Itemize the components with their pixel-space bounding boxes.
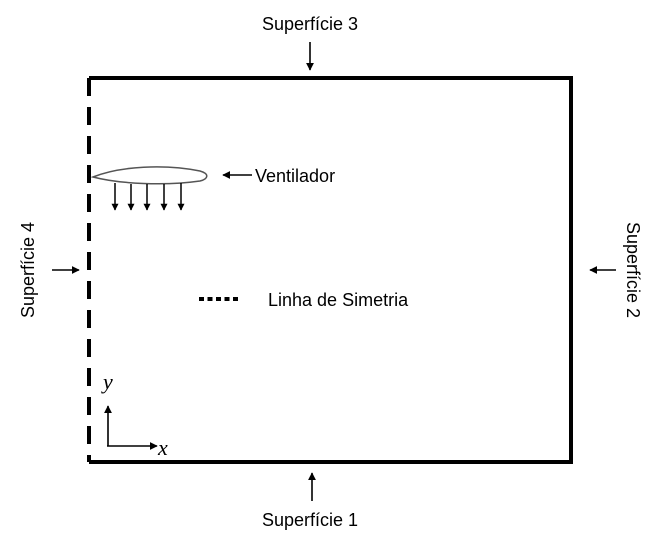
surface-3-label: Superfície 3	[262, 14, 358, 34]
coordinate-axes: y x	[101, 369, 168, 460]
y-axis-label: y	[101, 369, 113, 394]
domain-boundary	[87, 76, 573, 464]
fan-blade-icon	[90, 166, 208, 185]
surface-1-label: Superfície 1	[262, 510, 358, 530]
x-axis-label: x	[157, 435, 168, 460]
surface-4-label: Superfície 4	[18, 222, 38, 318]
fan	[90, 166, 208, 211]
fan-label: Ventilador	[255, 166, 335, 186]
symmetry-legend-label: Linha de Simetria	[268, 290, 409, 310]
surface-2-label: Superfície 2	[623, 222, 643, 318]
